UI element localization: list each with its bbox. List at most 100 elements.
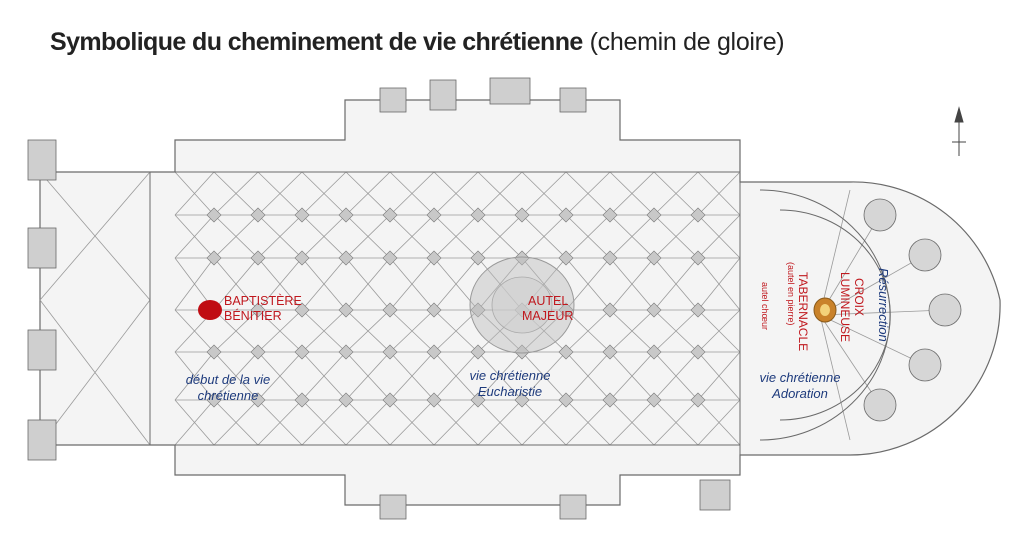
vault-rib (521, 214, 567, 259)
vault-rib (697, 399, 741, 446)
majeur-text: MAJEUR (522, 309, 574, 323)
pillar (646, 392, 662, 408)
vault-rib (477, 399, 523, 446)
pillar (514, 250, 530, 266)
vault-rib (477, 171, 523, 216)
pillar (426, 302, 442, 318)
vault-rib (301, 257, 347, 311)
vault-rib (39, 299, 151, 446)
autel-pierre-label: (autel en pierre) (786, 262, 796, 326)
vault-rib (213, 351, 259, 401)
pillar (558, 392, 574, 408)
vault-rib (653, 214, 699, 259)
vault-rib (521, 309, 567, 353)
pillar (558, 302, 574, 318)
vault-rib (389, 214, 435, 259)
vault-rib (697, 214, 741, 259)
vault-rib (257, 399, 303, 446)
debut-vie-label: début de la vie chrétienne (168, 372, 288, 404)
vault-rib (609, 214, 655, 259)
pillar (250, 250, 266, 266)
pillar (514, 392, 530, 408)
pillar (558, 207, 574, 223)
vault-rib (345, 171, 391, 216)
vault-rib (477, 257, 523, 311)
pillar (250, 344, 266, 360)
pillar (602, 207, 618, 223)
pillar (470, 207, 486, 223)
vault-rib (213, 257, 259, 311)
pillar (690, 207, 706, 223)
pillar (338, 344, 354, 360)
vault-rib (819, 314, 881, 406)
lumineuse-label: LUMINEUSE (838, 272, 852, 343)
pillar (294, 207, 310, 223)
pillar (646, 207, 662, 223)
vault-rib (39, 171, 151, 301)
vault-lines (39, 171, 946, 446)
vault-rib (565, 257, 611, 311)
pillar (602, 344, 618, 360)
vault-rib (301, 309, 347, 353)
vault-rib (433, 309, 479, 353)
resurrection-label: Résurrection (876, 268, 891, 342)
vault-rib (213, 171, 259, 216)
vault-rib (174, 351, 215, 401)
vault-rib (301, 399, 347, 446)
vault-rib (433, 214, 479, 259)
vault-rib (609, 257, 655, 311)
vault-rib (257, 257, 303, 311)
compass-arrow (952, 106, 966, 156)
baptistere-label: BAPTISTÈRE BÉNITIER (224, 294, 302, 324)
pillar (426, 344, 442, 360)
eucharistie-label: vie chrétienne Eucharistie (450, 368, 570, 400)
pillar (294, 392, 310, 408)
pillar (206, 207, 222, 223)
vault-rib (345, 399, 391, 446)
vault-rib (653, 257, 699, 311)
vault-rib (389, 257, 435, 311)
pillar (382, 392, 398, 408)
vault-rib (345, 351, 391, 401)
pillar (338, 302, 354, 318)
pillar (206, 344, 222, 360)
pillar (426, 250, 442, 266)
vault-rib (257, 214, 303, 259)
pillar (514, 207, 530, 223)
pillar (426, 207, 442, 223)
vault-rib (653, 309, 699, 353)
autel-majeur-label: AUTEL MAJEUR (522, 294, 573, 324)
pillar (250, 302, 266, 318)
vault-rib (174, 257, 215, 311)
vault-rib (213, 309, 259, 353)
vault-rib (609, 399, 655, 446)
vault-rib (521, 351, 567, 401)
vault-rib (697, 351, 741, 401)
pillar (338, 250, 354, 266)
crossing-dome (469, 256, 575, 354)
croix-label: CROIX (852, 278, 866, 317)
pillar (382, 250, 398, 266)
vault-rib (609, 309, 655, 353)
vault-rib (257, 351, 303, 401)
vault-rib (257, 309, 303, 353)
pillar (690, 302, 706, 318)
pillar (382, 207, 398, 223)
vault-rib (477, 351, 523, 401)
vault-rib (389, 351, 435, 401)
vault-rib (301, 214, 347, 259)
vault-rib (819, 254, 926, 316)
vault-rib (174, 214, 215, 259)
debut-line1: début de la vie (185, 372, 271, 387)
vault-rib (521, 171, 567, 216)
pillar (514, 344, 530, 360)
vault-rib (653, 351, 699, 401)
vault-rib (819, 214, 881, 316)
vault-rib (819, 314, 926, 366)
adoration-label: vie chrétienne Adoration (740, 370, 860, 402)
pillars (206, 207, 706, 408)
vault-rib (433, 399, 479, 446)
pillar (470, 250, 486, 266)
vault-rib (345, 309, 391, 353)
